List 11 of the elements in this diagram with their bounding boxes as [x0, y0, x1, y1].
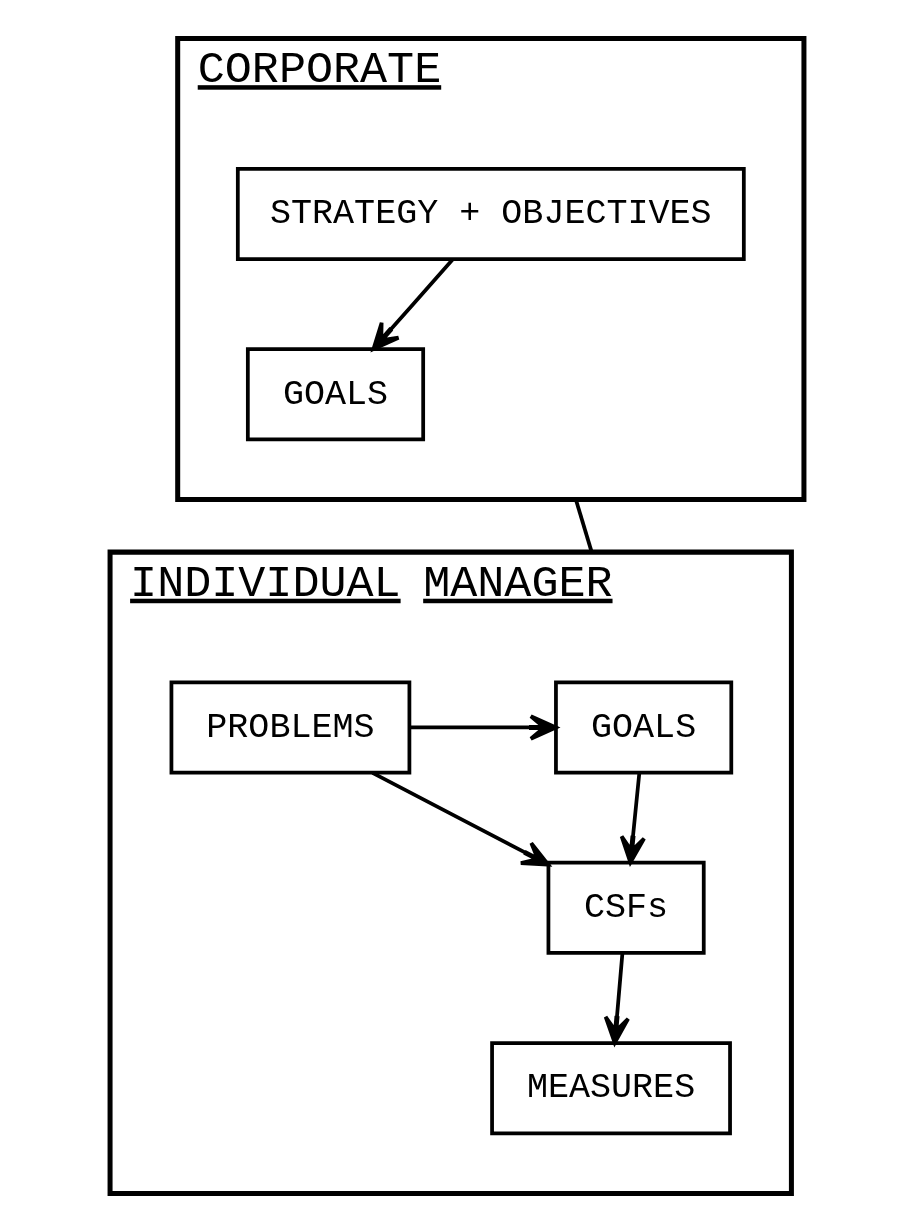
arrow	[371, 771, 550, 867]
node-box: GOALS	[553, 680, 733, 775]
node-box: STRATEGY + OBJECTIVES	[235, 167, 746, 261]
arrow	[371, 258, 454, 351]
arrow	[409, 714, 558, 741]
node-box: PROBLEMS	[169, 680, 411, 775]
node-box: GOALS	[245, 347, 425, 442]
node-box: MEASURES	[489, 1041, 732, 1136]
arrow	[603, 953, 630, 1045]
arrow	[619, 773, 646, 865]
node-box: CSFs	[546, 860, 706, 955]
